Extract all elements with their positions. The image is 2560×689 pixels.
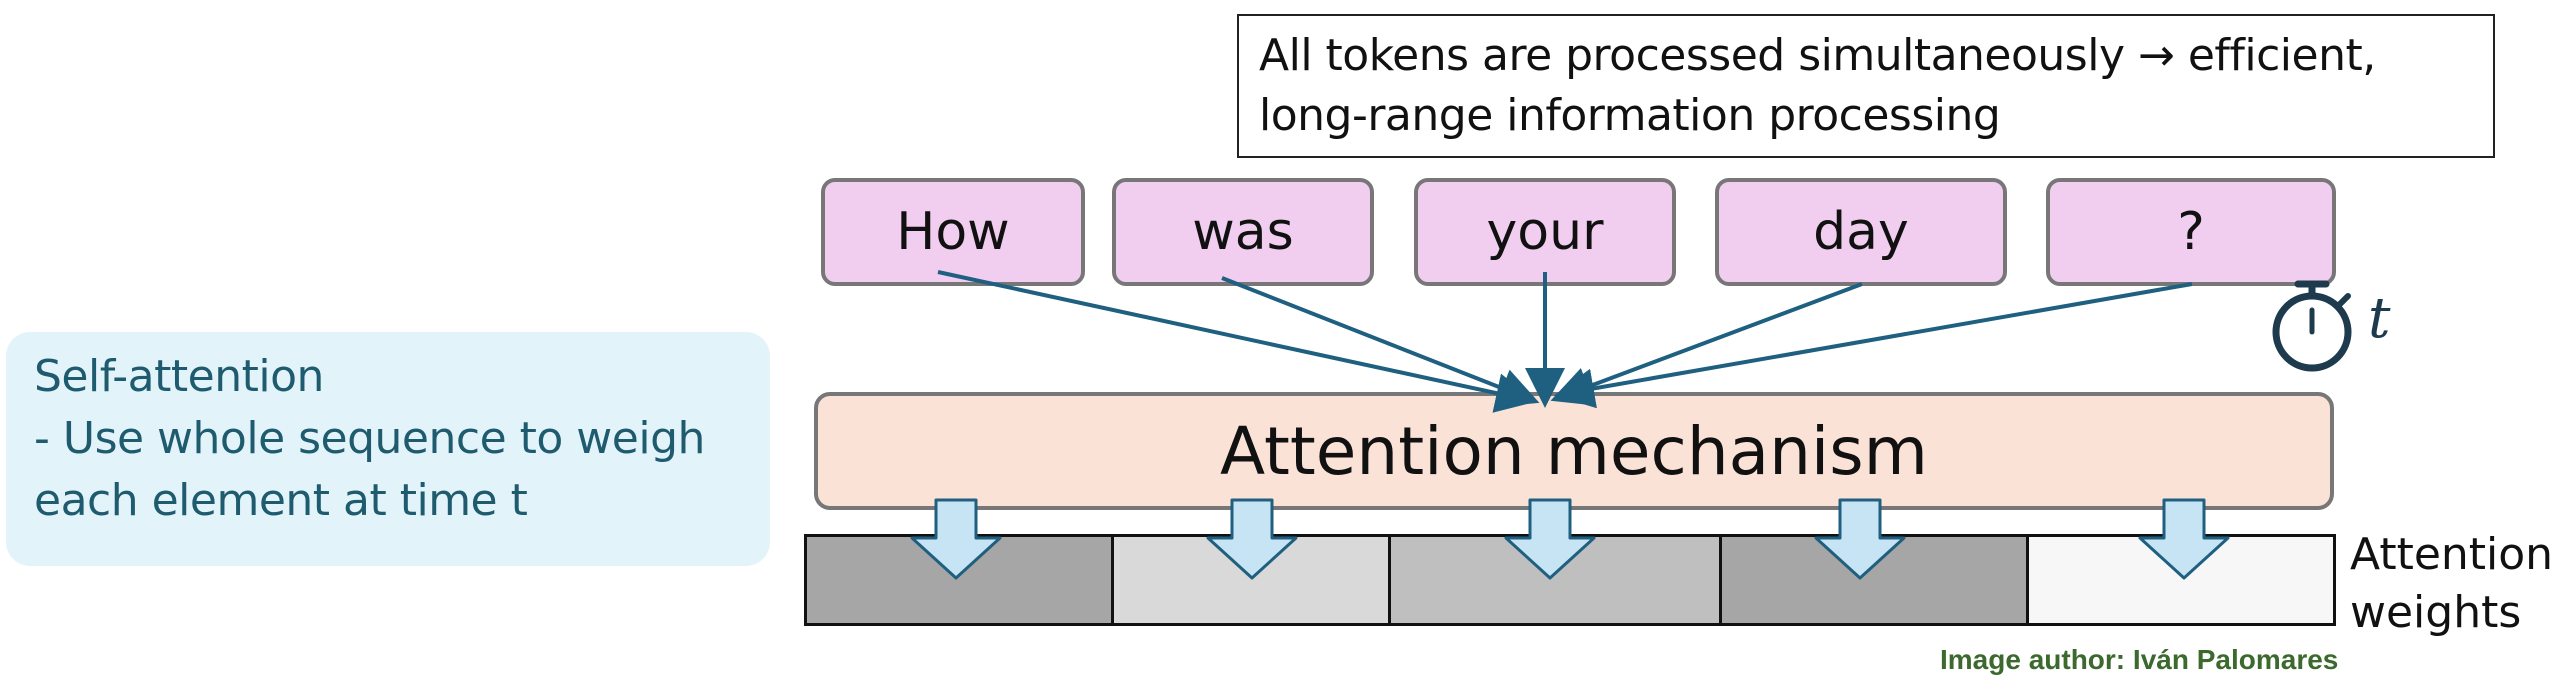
attention-weights-label-line-1: Attention	[2350, 529, 2554, 580]
down-arrow-icon	[1504, 498, 1596, 580]
arrow-how-to-attention	[937, 270, 1536, 413]
self-attention-title: Self-attention	[34, 351, 324, 402]
token-was: was	[1112, 178, 1374, 286]
note-box: All tokens are processed simultaneously …	[1237, 14, 2495, 158]
token-question-mark: ?	[2046, 178, 2336, 286]
self-attention-panel: Self-attention - Use whole sequence to w…	[6, 332, 770, 566]
token-day: day	[1715, 178, 2007, 286]
attention-mechanism-box: Attention mechanism	[814, 392, 2334, 510]
down-arrow-icon	[1206, 498, 1298, 580]
down-arrow-icon	[1814, 498, 1906, 580]
arrow-question-to-attention	[1554, 282, 2193, 409]
token-how: How	[821, 178, 1085, 286]
note-line-2: long-range information processing	[1259, 90, 2001, 141]
self-attention-desc-line-2: each element at time t	[34, 475, 528, 526]
down-arrow-icon	[910, 498, 1002, 580]
down-arrows	[910, 498, 2230, 580]
note-line-1: All tokens are processed simultaneously …	[1259, 30, 2376, 81]
image-credit: Image author: Iván Palomares	[1940, 644, 2339, 675]
down-arrow-icon	[2138, 498, 2230, 580]
self-attention-desc-line-1: - Use whole sequence to weigh	[34, 413, 705, 464]
token-arrows	[937, 270, 2193, 413]
attention-weights-label: Attention weights	[2350, 526, 2560, 642]
stopwatch-icon	[2272, 280, 2352, 372]
arrow-was-to-attention	[1221, 276, 1540, 407]
attention-weights-label-line-2: weights	[2350, 587, 2522, 638]
arrow-day-to-attention	[1550, 282, 1863, 406]
time-t-label: t	[2368, 286, 2391, 351]
